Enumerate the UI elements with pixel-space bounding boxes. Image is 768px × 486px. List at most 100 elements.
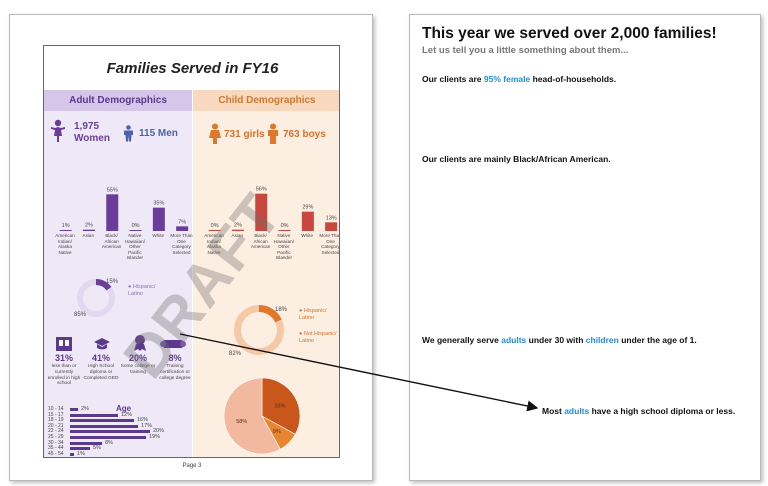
age-pct: 17% xyxy=(141,422,153,429)
adult-race-category: American Indian/ Alaska Native xyxy=(55,233,75,255)
adult-non-hispanic-pct: 85% xyxy=(73,312,86,318)
education-pct: 31% xyxy=(54,353,73,363)
education-label: High School diploma or Completed GED xyxy=(83,364,119,381)
adult-hispanic-pct: 15% xyxy=(105,279,118,285)
flyer-title: Families Served in FY16 xyxy=(106,59,279,77)
child-age-pie-chart: 33% 9% 58% xyxy=(217,376,312,457)
child-non-hispanic-pct: 82% xyxy=(228,351,241,357)
school-building-icon xyxy=(56,337,72,351)
fact-age: We generally serve adults under 30 with … xyxy=(422,335,697,345)
fact-education: Most adults have a high school diploma o… xyxy=(542,406,735,416)
education-stats: 31%less than or currently enrolled in hi… xyxy=(46,353,192,399)
fact-education-post: have a high school diploma or less. xyxy=(589,406,736,416)
age-pct: 16% xyxy=(137,417,149,424)
child-legend-hispanic: ● Hispanic/ Latino xyxy=(299,308,339,322)
adult-column: Adult Demographics 1,975 Women 115 Men 1… xyxy=(44,90,193,457)
age-range-label: 20 - 21 xyxy=(48,422,64,429)
pie-slice-label: 58% xyxy=(236,419,247,425)
adult-race-category: Asian xyxy=(82,233,95,238)
legend-dot: ● xyxy=(128,284,133,290)
fact-age-pre: We generally serve xyxy=(422,335,502,345)
age-range-label: 15 - 17 xyxy=(48,411,64,418)
fact-age-adults: adults xyxy=(501,335,527,345)
education-label: less than or currently enrolled in high … xyxy=(47,364,81,387)
woman-icon xyxy=(51,119,65,142)
child-race-bar xyxy=(325,222,338,231)
adult-race-pct: 55% xyxy=(107,187,118,193)
child-race-bars: 0%2%56%0%29%13% xyxy=(208,187,338,231)
child-legend-non-hispanic-label: Not Hispanic/ Latino xyxy=(299,331,337,344)
pie-slice-label: 9% xyxy=(273,429,281,435)
fact-age-post: under the age of 1. xyxy=(618,335,697,345)
adult-race-pct: 2% xyxy=(85,223,93,229)
adult-race-pct: 35% xyxy=(153,201,164,207)
child-header: Child Demographics xyxy=(193,90,339,111)
age-range-label: 10 - 14 xyxy=(48,406,64,412)
fact-female-post: head-of-households. xyxy=(530,74,617,84)
adult-race-bar xyxy=(152,207,165,231)
child-race-category: Asian xyxy=(231,233,244,238)
boy-icon xyxy=(268,123,278,144)
child-age-pie: 33% 9% 58% xyxy=(223,377,301,455)
adult-legend-hispanic-label: Hispanic/ Latino xyxy=(128,284,156,297)
age-pct: 5% xyxy=(93,445,101,452)
age-pct: 2% xyxy=(81,406,89,412)
education-label: Some college or training xyxy=(120,364,156,375)
adult-race-bar xyxy=(82,229,95,231)
age-range-label: 22 - 24 xyxy=(48,428,64,435)
age-pct: 12% xyxy=(121,411,133,418)
child-race-pct: 56% xyxy=(256,187,267,193)
age-range-label: 35 - 44 xyxy=(48,445,64,452)
child-ethnicity-chart: 18% 82% ● Hispanic/ Latino ● Not Hispani… xyxy=(229,304,339,364)
fact-education-highlight: adults xyxy=(564,406,590,416)
child-race-category: More Than One Category Selected xyxy=(319,233,340,255)
age-range-label: 45 - 54 xyxy=(48,450,64,457)
fact-race: Our clients are mainly Black/African Ame… xyxy=(422,154,611,164)
men-label: 115 Men xyxy=(139,128,178,139)
adult-race-bar xyxy=(59,230,72,231)
child-race-pct: 0% xyxy=(281,223,289,229)
child-race-pct: 13% xyxy=(326,215,337,221)
fact-education-pre: Most xyxy=(542,406,565,416)
adult-race-bars: 1%2%55%0%35%7% xyxy=(59,187,189,231)
right-page-subtitle: Let us tell you a little something about… xyxy=(422,45,629,56)
adult-ethnicity-donut xyxy=(77,279,115,317)
adult-race-chart: 1%2%55%0%35%7% American Indian/ Alaska N… xyxy=(50,181,192,260)
child-donut-slice xyxy=(234,305,284,355)
age-bar xyxy=(70,447,90,451)
man-icon xyxy=(124,125,133,142)
fact-female: Our clients are 95% female head-of-house… xyxy=(422,74,616,84)
women-label: Women xyxy=(74,133,110,144)
adult-race-category: More Than One Category Selected xyxy=(170,233,193,255)
girl-icon xyxy=(209,123,221,144)
child-race-bar xyxy=(231,229,244,231)
child-race-pct: 29% xyxy=(302,205,313,211)
adult-donut-slice xyxy=(77,279,115,317)
graduation-cap-icon xyxy=(94,338,110,350)
age-title: Age xyxy=(116,404,132,413)
education-pct: 20% xyxy=(128,353,147,363)
adult-race-bar xyxy=(129,230,142,231)
adult-race-pct: 7% xyxy=(178,219,186,225)
adult-race-category: Black/ African American xyxy=(101,233,122,250)
age-bar xyxy=(70,452,74,456)
adult-legend-hispanic: ● Hispanic/ Latino xyxy=(128,284,166,298)
left-page: Families Served in FY16 Adult Demographi… xyxy=(9,14,373,481)
child-race-bar xyxy=(255,193,268,231)
child-race-category: Native Hawaiian/ Other Pacific Islander xyxy=(273,233,294,261)
age-bar xyxy=(70,441,102,445)
child-race-bar xyxy=(301,211,314,231)
pie-slice-label: 33% xyxy=(274,403,285,409)
child-race-chart: 0%2%56%0%29%13% American Indian/ Alaska … xyxy=(199,181,339,261)
child-legend-hispanic-label: Hispanic/ Latino xyxy=(299,308,327,321)
age-bar xyxy=(70,408,78,411)
age-bar xyxy=(70,436,146,439)
education-pct: 8% xyxy=(168,353,182,363)
age-range-label: 25 - 29 xyxy=(48,434,64,440)
age-pct: 8% xyxy=(105,439,113,446)
fact-age-children: children xyxy=(585,335,619,345)
child-race-pct: 0% xyxy=(211,223,219,229)
right-page: This year we served over 2,000 families!… xyxy=(409,14,761,481)
child-race-category: American Indian/ Alaska Native xyxy=(204,233,224,255)
adult-race-category: Native Hawaiian/ Other Pacific Islander xyxy=(124,233,145,261)
